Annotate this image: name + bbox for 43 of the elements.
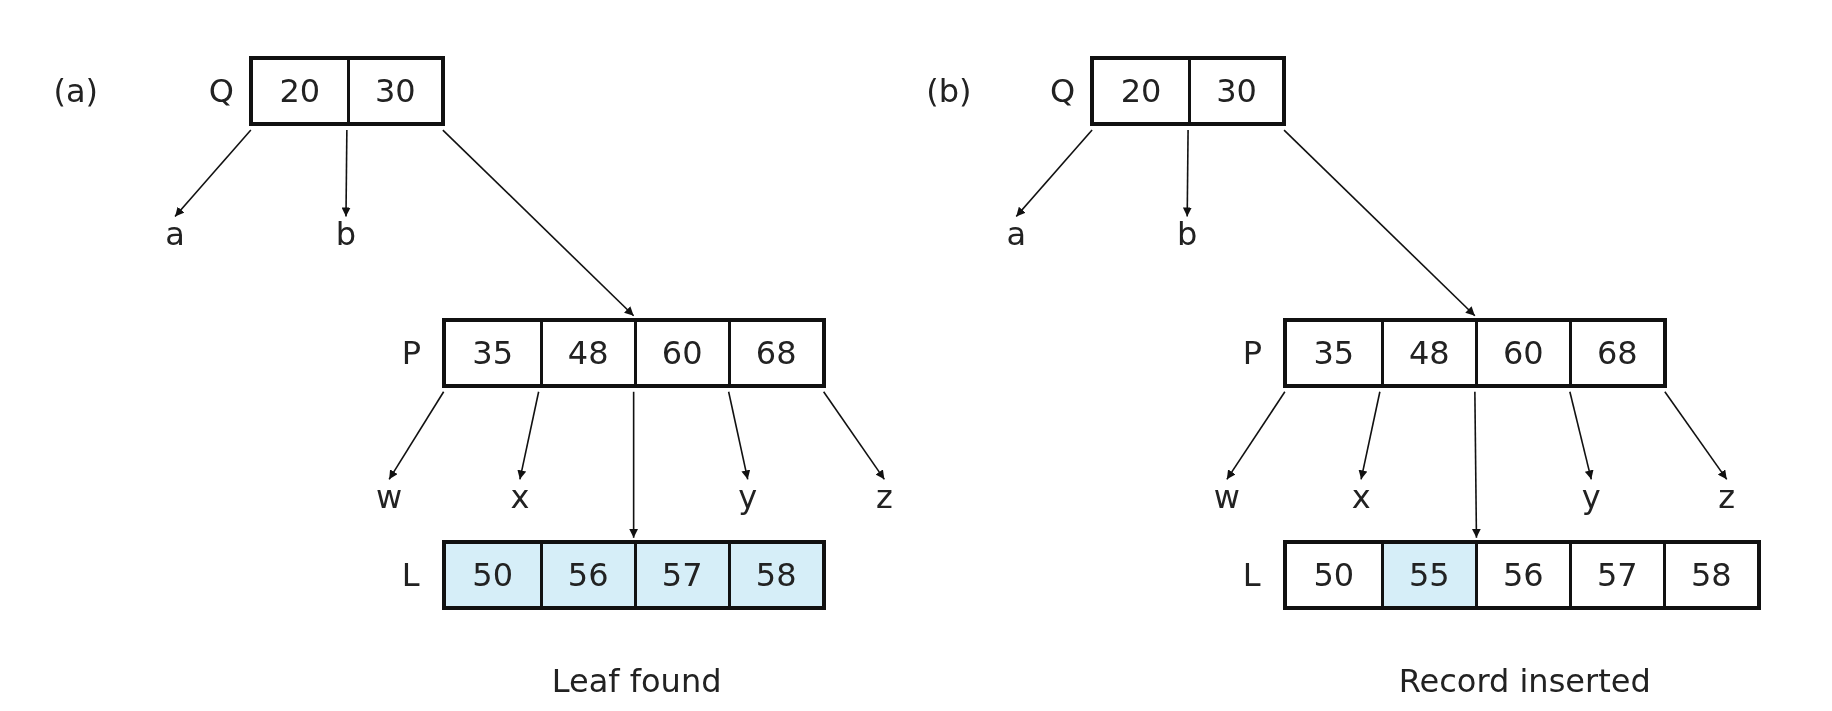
arrow	[174, 129, 252, 218]
pointer-label: y	[738, 481, 758, 514]
pointer-label: x	[510, 481, 530, 514]
pointer-label: w	[1213, 481, 1240, 514]
caption: Record inserted	[1398, 665, 1651, 698]
arrow	[822, 390, 886, 481]
key-cell: 50	[445, 543, 540, 606]
arrow	[341, 129, 351, 218]
arrow	[1664, 390, 1728, 481]
arrow	[1226, 390, 1286, 481]
arrow	[1358, 390, 1381, 481]
caption: Leaf found	[551, 665, 722, 698]
pointer-label: a	[165, 218, 185, 251]
arrow	[1283, 129, 1476, 317]
panel-label: (b)	[926, 75, 972, 108]
arrow	[1015, 129, 1093, 218]
pointer-label: x	[1351, 481, 1371, 514]
arrow	[727, 390, 751, 481]
key-cell: 56	[539, 543, 634, 606]
node-letter: Q	[208, 75, 235, 108]
node-letter: P	[401, 336, 421, 369]
node-letter: P	[1242, 336, 1263, 369]
arrow	[517, 390, 540, 481]
pointer-label: b	[335, 218, 357, 251]
node-letter: L	[401, 558, 420, 591]
pointer-label: w	[376, 481, 403, 514]
arrow	[629, 390, 639, 539]
node-letter: Q	[1050, 75, 1076, 108]
key-cell: 58	[727, 543, 822, 606]
pointer-label: y	[1581, 481, 1601, 514]
arrow	[1471, 390, 1481, 539]
pointer-label: a	[1006, 218, 1027, 251]
pointer-label: b	[1177, 218, 1198, 251]
pointer-label: z	[875, 481, 893, 514]
pointer-label: z	[1718, 481, 1736, 514]
arrow	[442, 129, 635, 317]
panel-label: (a)	[53, 75, 98, 108]
key-cell: 57	[633, 543, 728, 606]
arrow	[1182, 129, 1192, 218]
key-cell: 55	[1380, 543, 1475, 606]
node-letter: L	[1242, 558, 1261, 591]
arrow	[1569, 390, 1594, 481]
arrow	[388, 390, 445, 481]
